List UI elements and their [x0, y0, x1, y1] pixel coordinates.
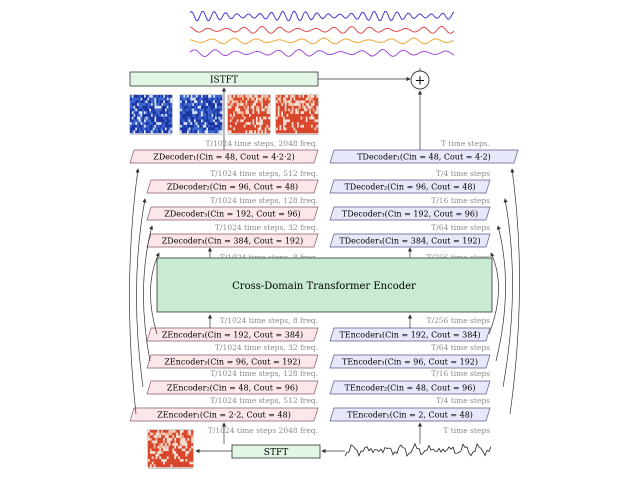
- spectrogram-bass: [179, 94, 223, 135]
- tencoder-bottom-note: T time steps: [443, 426, 490, 435]
- transformer-box: [156, 257, 493, 313]
- zdecoder-bottom-note: T/1024 time steps, 8 freq.: [220, 253, 318, 262]
- tdecoder-3-box: [329, 206, 491, 221]
- tencoder-2-note: T/16 time steps: [431, 369, 490, 378]
- stft-label: STFT: [264, 448, 288, 458]
- tdecoder-2-label: TDecoder₂(Cin = 96, Cout = 48): [344, 183, 475, 192]
- output-spectrograms: [129, 94, 319, 135]
- tdecoder-2-box: [329, 179, 491, 194]
- t-skip-4: [488, 252, 499, 335]
- tencoder-4-note: T/256 time steps: [426, 316, 490, 325]
- tdecoder-4-box: [329, 233, 491, 248]
- input-spectrogram: [147, 429, 194, 469]
- output-waveforms: [189, 10, 455, 57]
- waveform-other: [189, 37, 455, 45]
- tencoder-3-note: T/64 time steps: [431, 343, 490, 352]
- spectrogram-other: [227, 94, 271, 135]
- zencoder-3-label: ZEncoder₃(Cin = 96, Cout = 192): [164, 358, 300, 367]
- zencoder-4-note: T/1024 time steps, 8 freq.: [220, 316, 318, 325]
- zdecoder-2-note: T/1024 time steps, 512 freq.: [210, 169, 318, 178]
- transformer-label: Cross-Domain Transformer Encoder: [232, 281, 416, 292]
- zencoder-bottom-note: T/1024 time steps 2048 freq.: [208, 426, 318, 435]
- tdecoder-3-note: T/16 time steps: [431, 196, 490, 205]
- input-waveform: [344, 442, 492, 457]
- zencoder-2-box: [146, 380, 319, 395]
- zdecoder-4-label: ZDecoder₄(Cin = 384, Cout = 192): [162, 237, 303, 246]
- tdecoder-1-label: TDecoder₁(Cin = 48, Cout = 4·2): [357, 153, 491, 162]
- tdecoder-1-note: T time steps.: [441, 139, 490, 148]
- zdecoder-2-box: [146, 179, 319, 194]
- zencoder-4-box: [146, 327, 319, 342]
- tencoder-4-label: TEncoder₄(Cin = 192, Cout = 384): [339, 331, 480, 340]
- zencoder-1-label: ZEncoder₁(Cin = 2·2, Cout = 48): [157, 411, 291, 420]
- zencoder-1-box: [129, 407, 319, 422]
- zdecoder-4-note: T/1024 time steps, 32 freq.: [215, 223, 318, 232]
- tencoder-4-box: [329, 327, 491, 342]
- zencoder-3-box: [146, 354, 319, 369]
- t-skip-3: [495, 225, 506, 362]
- tdecoder-4-label: TDecoder₄(Cin = 384, Cout = 192): [339, 237, 480, 246]
- tdecoder-3-label: TDecoder₃(Cin = 192, Cout = 96): [342, 210, 478, 219]
- tdecoder-4-note: T/64 time steps: [431, 223, 490, 232]
- stft-box: [231, 444, 321, 459]
- sum-symbol: +: [415, 74, 426, 89]
- zdecoder-1-label: ZDecoder₁(Cin = 48, Cout = 4·2·2): [153, 153, 294, 162]
- t-skip-1: [509, 168, 520, 415]
- waveform-bass: [189, 26, 455, 34]
- spectrogram-vocals: [275, 94, 319, 135]
- zdecoder-3-box: [146, 206, 319, 221]
- zencoder-2-note: T/1024 time steps, 128 freq.: [210, 369, 318, 378]
- tencoder-1-label: TEncoder₁(Cin = 2, Cout = 48): [347, 411, 473, 420]
- tdecoder-2-note: T/4 time steps: [436, 169, 490, 178]
- tencoder-1-note: T/4 time steps: [436, 396, 490, 405]
- tencoder-2-label: TEncoder₂(Cin = 48, Cout = 96): [345, 384, 476, 393]
- tdecoder-1-box: [329, 149, 519, 164]
- z-skip-2: [136, 198, 147, 388]
- zdecoder-3-note: T/1024 time steps, 128 freq.: [210, 196, 318, 205]
- zdecoder-2-label: ZDecoder₂(Cin = 96, Cout = 48): [167, 183, 298, 192]
- tencoder-2-box: [329, 380, 491, 395]
- zdecoder-1-note: T/1024 time steps, 2048 freq.: [205, 139, 318, 148]
- zdecoder-3-label: ZDecoder₃(Cin = 192, Cout = 96): [164, 210, 300, 219]
- istft-label: ISTFT: [210, 76, 238, 86]
- tdecoder-bottom-note: T/256 time steps: [426, 253, 490, 262]
- tencoder-1-box: [329, 407, 491, 422]
- spectrogram-input: [147, 429, 194, 469]
- tencoder-3-label: TEncoder₃(Cin = 96, Cout = 192): [342, 358, 478, 367]
- waveform-drums: [189, 10, 455, 22]
- z-skip-4: [150, 252, 160, 335]
- spectrogram-drums: [129, 94, 173, 135]
- zencoder-3-note: T/1024 time steps, 32 freq.: [215, 343, 318, 352]
- z-skip-1: [129, 168, 140, 415]
- zencoder-1-note: T/1024 time steps, 512 freq.: [210, 396, 318, 405]
- zencoder-2-label: ZEncoder₂(Cin = 48, Cout = 96): [167, 384, 298, 393]
- connections: [129, 68, 520, 454]
- tencoder-3-box: [329, 354, 491, 369]
- t-skip-2: [502, 198, 513, 388]
- waveform-vocals: [189, 49, 455, 57]
- zdecoder-1-box: [129, 149, 319, 164]
- zencoder-4-label: ZEncoder₄(Cin = 192, Cout = 384): [162, 331, 303, 340]
- z-skip-3: [143, 225, 154, 362]
